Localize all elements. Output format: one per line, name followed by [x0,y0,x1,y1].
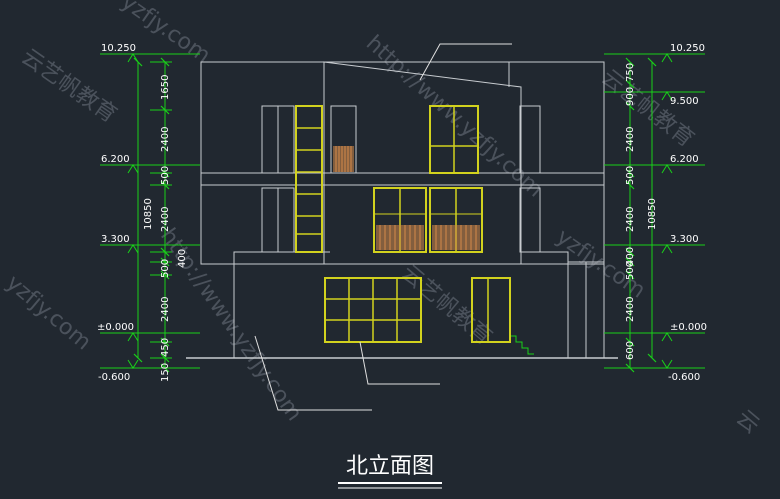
right-dim-labels: 750 900 2400 500 2400 400 500 2400 600 1… [625,63,658,360]
level-right-10250: 10.250 [670,43,705,54]
level-right-0000: ±0.000 [670,322,707,333]
level-right-neg0600: -0.600 [668,372,700,383]
level-left-3300: 3.300 [101,234,130,245]
dim-right-400: 400 [625,247,636,266]
left-dim-labels: 1650 2400 500 2400 400 500 2400 450 150 … [143,75,188,382]
watermark-domain-2: yzfjy.com [1,270,95,355]
dim-left-450: 450 [160,338,171,357]
dim-left-400: 400 [177,249,188,268]
dim-right-2400-top: 2400 [625,127,636,152]
dim-left-500-top: 500 [160,166,171,185]
level-right-3300: 3.300 [670,234,699,245]
level-left-0000: ±0.000 [97,322,134,333]
left-level-labels: 10.250 6.200 3.300 ±0.000 -0.600 [97,43,136,383]
stair-window [295,105,323,253]
middle-windows [373,187,483,253]
upper-windows [330,105,479,174]
dim-left-500-mid: 500 [160,259,171,278]
dim-left-150: 150 [160,363,171,382]
level-left-10250: 10.250 [101,43,136,54]
dim-left-2400-mid: 2400 [160,207,171,232]
dim-left-1650: 1650 [160,75,171,100]
dim-right-total: 10850 [647,198,658,230]
watermark-brand-3: 云艺帆教育 [596,65,698,152]
right-dimensions [604,53,705,373]
watermark-domain-1: yzfjy.com [117,0,215,69]
left-dimensions [100,53,200,373]
dim-left-2400-top: 2400 [160,127,171,152]
watermark-brand-1: 云艺帆教育 [17,44,121,128]
dim-right-750: 750 [625,63,636,82]
dim-right-2400-low: 2400 [625,297,636,322]
building-outline [186,61,618,359]
level-left-6200: 6.200 [101,154,130,165]
level-right-6200: 6.200 [670,154,699,165]
leader-lines [254,43,512,411]
ground-windows [324,277,511,343]
dim-right-900: 900 [625,87,636,106]
level-left-neg0600: -0.600 [98,372,130,383]
central-mass [323,61,522,265]
drawing-title-block: 北立面图 [338,454,442,489]
watermark-brand-2: 云艺帆教育 [396,260,496,350]
dim-right-500-top: 500 [625,166,636,185]
right-level-labels: 10.250 9.500 6.200 3.300 ±0.000 -0.600 [668,43,707,383]
dim-left-total: 10850 [143,198,154,230]
dim-left-2400-low: 2400 [160,297,171,322]
watermark-brand-4: 云 [731,405,764,438]
drawing-title: 北立面图 [346,454,434,479]
dim-right-2400-mid: 2400 [625,207,636,232]
dim-right-600: 600 [625,341,636,360]
dim-right-500-mid: 500 [625,261,636,280]
level-right-9500: 9.500 [670,96,699,107]
